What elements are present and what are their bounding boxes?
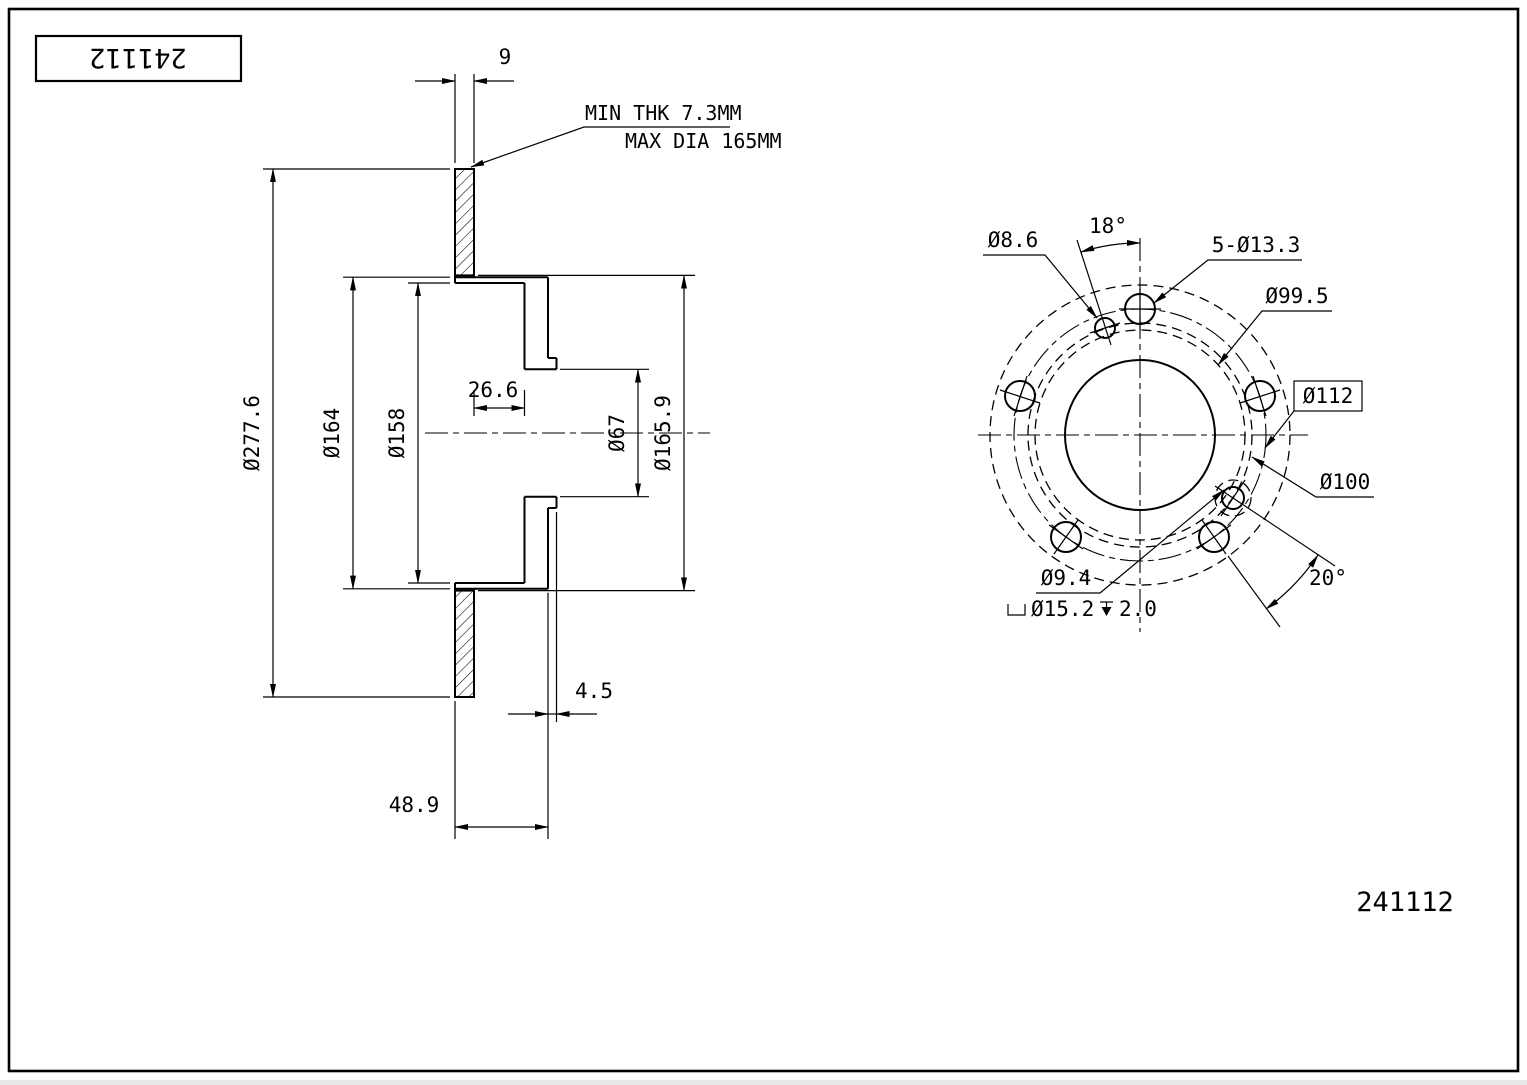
dim-bolt-circle-label: Ø112: [1303, 384, 1354, 408]
bolt-hole: [1004, 380, 1036, 412]
dim-hat-inner-diameter: Ø158: [385, 282, 450, 584]
dim-hat-outer-diameter: Ø164: [320, 276, 450, 590]
dim-pilot-height: 4.5: [508, 512, 613, 839]
circle-99-5: [1034, 329, 1246, 541]
leader-setscrew-hole-label: Ø8.6: [988, 228, 1039, 252]
dim-thickness: 9: [415, 45, 514, 163]
counterbore-icon: [1007, 604, 1026, 616]
dim-hat-outer-diameter-label: Ø164: [320, 408, 344, 459]
dim-pin-angle-label: 20°: [1309, 566, 1347, 590]
dim-bore-diameter-label: Ø67: [605, 414, 629, 452]
leader-circle-100-label: Ø100: [1320, 470, 1371, 494]
dim-bore-diameter: Ø67: [560, 368, 649, 498]
leader-circle-99-5: Ø99.5: [1217, 284, 1332, 366]
dim-total-height-label: 48.9: [389, 793, 440, 817]
bolt-hole: [1198, 521, 1230, 553]
leader-pin-hole: Ø9.4 Ø15.2 2.0: [1007, 489, 1225, 621]
title-block: 241112: [34, 34, 243, 83]
dim-pin-angle: 20°: [1214, 485, 1347, 628]
dim-bolt-circle: Ø112: [1264, 380, 1363, 449]
leader-setscrew-hole: Ø8.6: [983, 228, 1098, 319]
part-number: 241112: [1356, 887, 1454, 918]
dim-outer-diameter-label: Ø277.6: [240, 395, 264, 471]
bolt-hole: [1244, 380, 1276, 412]
friction-ring-lower: [454, 589, 475, 698]
friction-ring-upper: [454, 168, 475, 277]
dim-outer-diameter: Ø277.6: [240, 168, 450, 698]
center-bore-circle: [1064, 359, 1216, 511]
dim-friction-inner-diameter: Ø165.9: [478, 274, 695, 592]
dim-friction-inner-diameter-label: Ø165.9: [651, 395, 675, 471]
note-min-thk: MIN THK 7.3MM: [585, 101, 742, 125]
dim-setscrew-angle: 18°: [1076, 214, 1141, 346]
dim-pilot-height-label: 4.5: [575, 679, 613, 703]
dim-hat-depth-inner-label: 26.6: [468, 378, 519, 402]
outer-circle: [989, 284, 1291, 586]
title-block-box: [34, 34, 243, 83]
dim-total-height: 48.9: [389, 701, 549, 839]
bolt-hole-centermarks: [999, 288, 1281, 555]
title-block-part-number: 241112: [89, 42, 187, 73]
leader-circle-99-5-label: Ø99.5: [1265, 284, 1328, 308]
dim-setscrew-angle-label: 18°: [1089, 214, 1127, 238]
dim-bolt-circle-box: [1293, 380, 1363, 412]
dim-hat-depth-inner: 26.6: [468, 378, 526, 416]
depth-icon-arrow: [1101, 607, 1112, 616]
dim-thickness-label: 9: [499, 45, 512, 69]
bolt-hole: [1050, 521, 1082, 553]
leader-pin-hole-label: Ø9.4: [1041, 566, 1092, 590]
circle-100: [1027, 322, 1253, 548]
counterbore-diameter-label: Ø15.2: [1031, 597, 1094, 621]
section-view: 9 MIN THK 7.3MM MAX DIA 165MM Ø277.6 Ø16…: [240, 45, 782, 839]
leader-circle-100: Ø100: [1251, 456, 1374, 498]
drawing-border: [7, 7, 1520, 1073]
leader-bolt-holes: 5-Ø13.3: [1153, 233, 1302, 304]
dim-hat-inner-diameter-label: Ø158: [385, 408, 409, 459]
disc-section-outline: [454, 275, 558, 591]
note-max-dia: MAX DIA 165MM: [625, 129, 782, 153]
counterbore-depth-label: 2.0: [1119, 597, 1157, 621]
bolt-holes: [999, 288, 1281, 555]
front-view: 18° Ø8.6 5-Ø13.3 Ø99.5 Ø112 Ø100: [978, 214, 1374, 632]
note-min-thk-max-dia: MIN THK 7.3MM MAX DIA 165MM: [470, 101, 782, 168]
leader-bolt-holes-label: 5-Ø13.3: [1212, 233, 1301, 257]
